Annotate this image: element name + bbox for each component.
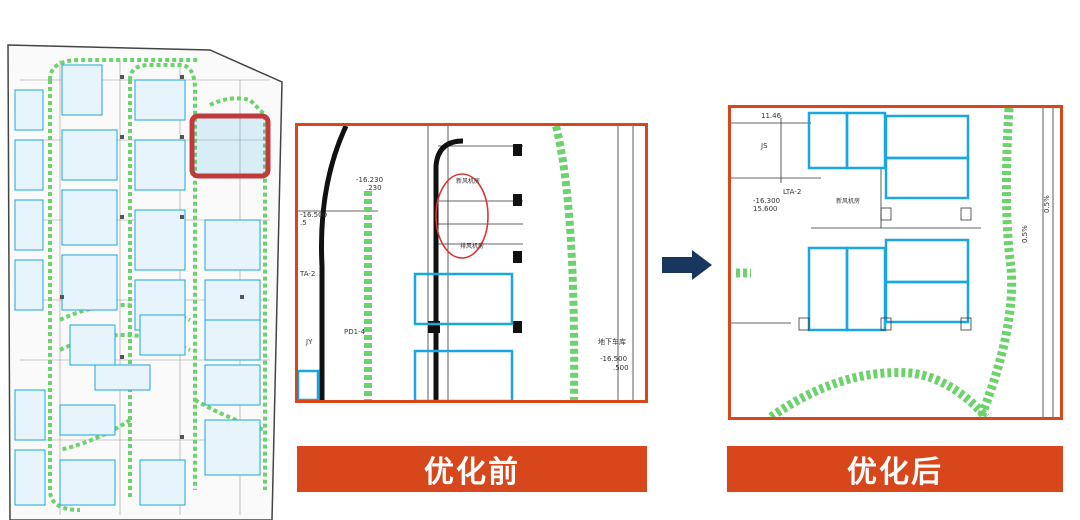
panel-after: 11.46 JS 新风机房 -16.300 15.600 LTA-2 0.5% … bbox=[728, 105, 1063, 420]
after-elev-a: -16.300 bbox=[753, 197, 780, 205]
before-label-jy: JY bbox=[305, 338, 313, 346]
issue-marker-circle bbox=[435, 173, 489, 259]
caption-after: 优化后 bbox=[727, 446, 1063, 492]
after-elev-b: 15.600 bbox=[753, 205, 778, 213]
overview-floor-plan bbox=[7, 44, 283, 520]
before-elev-right-b: .500 bbox=[613, 364, 629, 372]
before-label-pd: PD1-4 bbox=[344, 328, 366, 336]
after-slope-b: 0.5% bbox=[1021, 225, 1029, 243]
after-label-room: 新风机房 bbox=[836, 197, 860, 205]
highlight-region bbox=[189, 113, 271, 179]
before-elev-top-a: -16.230 bbox=[356, 176, 383, 184]
panel-before: -16.230 .230 -16.500 .5 TA-2 PD1-4 JY 地下… bbox=[295, 123, 648, 403]
after-detail-drawing: 11.46 JS 新风机房 -16.300 15.600 LTA-2 0.5% … bbox=[731, 108, 1054, 417]
before-elev-left-a: -16.500 bbox=[300, 211, 327, 219]
after-top-note: 11.46 bbox=[761, 112, 782, 120]
before-elev-right-a: -16.500 bbox=[600, 355, 627, 363]
before-elev-left-b: .5 bbox=[300, 219, 307, 227]
after-label-js: JS bbox=[760, 142, 768, 150]
before-label-garage: 地下车库 bbox=[598, 337, 626, 346]
after-slope-a: 0.5% bbox=[1043, 195, 1051, 213]
before-label-ta: TA-2 bbox=[299, 270, 315, 278]
parking-stalls bbox=[14, 64, 261, 506]
before-room-bottom: 排风机房 bbox=[460, 242, 484, 250]
caption-before: 优化前 bbox=[297, 446, 647, 492]
after-label-ta: LTA-2 bbox=[783, 188, 801, 196]
before-room-top: 新风机房 bbox=[456, 177, 480, 185]
right-arrow-icon bbox=[662, 250, 712, 280]
before-detail-drawing: -16.230 .230 -16.500 .5 TA-2 PD1-4 JY 地下… bbox=[298, 126, 634, 400]
before-elev-top-b: .230 bbox=[366, 184, 382, 192]
